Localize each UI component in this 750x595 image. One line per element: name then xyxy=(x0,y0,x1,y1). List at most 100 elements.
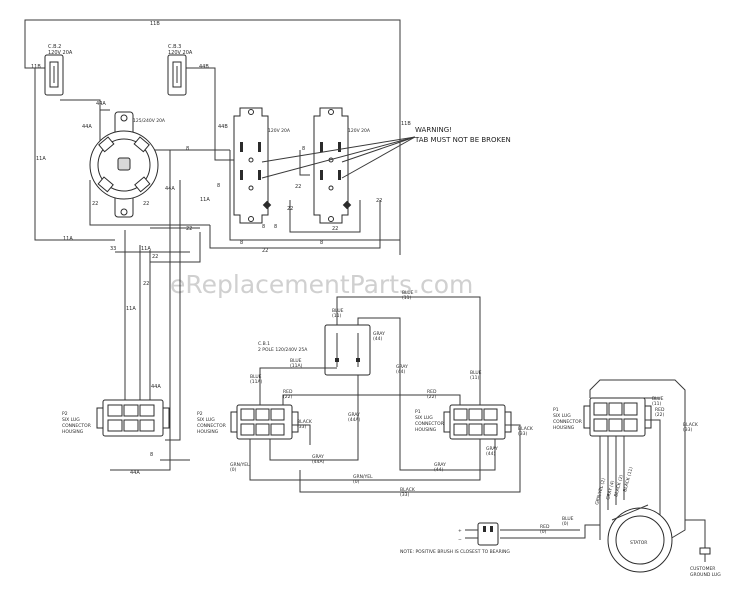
p2-left-l1: P2 xyxy=(62,411,68,417)
cb2-rating: 120V 20A xyxy=(48,50,73,56)
label-8-h: 8 xyxy=(150,452,153,458)
black33-a: BLACK xyxy=(297,419,313,425)
gray4-label: GRAY (4) xyxy=(605,480,616,501)
grnyel-a: GRN/YEL xyxy=(230,462,250,468)
svg-text:−: − xyxy=(458,538,462,543)
grnyel-b: (0) xyxy=(230,467,237,473)
duplex-receptacle-1: 120V 20A xyxy=(233,107,291,224)
top-panel-wiring xyxy=(24,19,401,471)
label-11a-d: 11A xyxy=(126,306,136,312)
brush-note: NOTE: POSITIVE BRUSH IS CLOSEST TO BEARI… xyxy=(400,549,510,555)
blue11-top-b: (11) xyxy=(402,295,411,301)
red22-r-b: (22) xyxy=(655,412,664,418)
blue0-b: (0) xyxy=(562,521,569,527)
gray44a-c: GRAY xyxy=(312,454,324,460)
black33-c: BLACK xyxy=(518,426,534,432)
cb3-name: C.B.3 xyxy=(168,44,181,50)
label-8-e: 8 xyxy=(320,240,323,246)
label-11a-c: 11A xyxy=(141,246,151,252)
grnyel2-label: GRN/YEL (2) xyxy=(594,477,607,505)
cb1-name: C.B.1 xyxy=(258,341,270,347)
connector-housing-p1-mid: P1 SIX LUG CONNECTOR HOUSING xyxy=(415,404,512,440)
p1-right-l3: CONNECTOR xyxy=(553,419,582,425)
cb1-rating: 2 POLE 120/240V 25A xyxy=(258,347,308,353)
circuit-breaker-cb1: C.B.1 2 POLE 120/240V 25A xyxy=(258,324,371,376)
label-44b-side: 44B xyxy=(218,124,228,130)
label-8-a: 8 xyxy=(186,146,189,152)
p2-left-l2: SIX LUG xyxy=(62,417,80,423)
red22-a: RED xyxy=(283,389,293,395)
label-11a-mid: 11A xyxy=(200,197,210,203)
red0-a: RED xyxy=(540,524,550,530)
label-44a-e: 44A xyxy=(130,470,140,476)
grnyel-d: (0) xyxy=(353,479,360,485)
label-8-b: 8 xyxy=(217,183,220,189)
label-44a-d: 44A xyxy=(151,384,161,390)
label-11a-bottom: 11A xyxy=(63,236,73,242)
black33-e: BLACK xyxy=(400,487,416,493)
red22-b: (22) xyxy=(283,394,292,400)
gray44-cb-a: GRAY xyxy=(373,331,385,337)
label-8-c: 8 xyxy=(302,146,305,152)
twist-lock-rating: 125/240V 20A xyxy=(133,118,166,124)
blue11-cb-a: BLUE xyxy=(332,308,344,314)
label-44b-top: 44B xyxy=(199,64,209,70)
circuit-breaker-cb2: C.B.2 120V 20A xyxy=(44,44,73,96)
black33-d: (33) xyxy=(518,431,527,437)
red22-c: RED xyxy=(427,389,437,395)
p2-left-l4: HOUSING xyxy=(62,429,84,435)
gray44-b2: (44) xyxy=(434,467,443,473)
connector-housing-p2-mid: P2 SIX LUG CONNECTOR HOUSING xyxy=(197,404,299,440)
cb2-name: C.B.2 xyxy=(48,44,61,50)
gray44-cb-b: (44) xyxy=(373,336,382,342)
blue11-r-a: BLUE xyxy=(652,396,664,402)
label-22-e: 22 xyxy=(287,206,293,212)
connector-housing-p1-right: P1 SIX LUG CONNECTOR HOUSING xyxy=(553,397,652,437)
cb3-rating: 120V 20A xyxy=(168,50,193,56)
red22-r-a: RED xyxy=(655,407,665,413)
p1-right-l4: HOUSING xyxy=(553,425,575,431)
watermark: eReplacementParts.com xyxy=(170,270,473,299)
blue11-p1-a: BLUE xyxy=(470,370,482,376)
red0-b: (0) xyxy=(540,529,547,535)
gray44a-a: GRAY xyxy=(348,412,360,418)
lower-wire-labels: BLUE (11) BLUE (11) GRAY (44) BLUE (11A)… xyxy=(230,290,699,535)
p1-mid-l1: P1 xyxy=(415,409,421,415)
duplex-1-rating: 120V 20A xyxy=(268,128,291,134)
gray44-b1: GRAY xyxy=(434,462,446,468)
label-44a-b: 44A xyxy=(82,124,92,130)
label-8-d: 8 xyxy=(240,240,243,246)
black33-r-a: BLACK xyxy=(683,422,699,428)
label-8-f: 8 xyxy=(262,224,265,230)
p1-mid-l4: HOUSING xyxy=(415,427,437,433)
warning-title: WARNING! xyxy=(415,126,452,134)
warning-text: TAB MUST NOT BE BROKEN xyxy=(414,136,511,144)
label-22-j: 22 xyxy=(143,281,149,287)
p2-mid-l4: HOUSING xyxy=(197,429,219,435)
svg-text:+: + xyxy=(458,528,462,534)
lower-wiring xyxy=(249,296,706,555)
p2-mid-l2: SIX LUG xyxy=(197,417,215,423)
p2-mid-l1: P2 xyxy=(197,411,203,417)
blue11-cb-b: (11) xyxy=(332,313,341,319)
black33-r-b: (33) xyxy=(683,427,692,433)
label-8-g: 8 xyxy=(274,224,277,230)
p1-mid-l2: SIX LUG xyxy=(415,415,433,421)
gray44-mid-b: (44) xyxy=(396,369,405,375)
blue11-p1-b: (11) xyxy=(470,375,479,381)
label-22-a: 22 xyxy=(92,201,98,207)
label-22-b: 22 xyxy=(143,201,149,207)
brush-assembly: + − xyxy=(458,522,499,546)
p2-left-l3: CONNECTOR xyxy=(62,423,91,429)
gray44a-b: (44A) xyxy=(348,417,361,423)
label-11b-top: 11B xyxy=(150,21,160,27)
label-11a-left: 11A xyxy=(36,156,46,162)
label-44a-c: 44A xyxy=(165,186,175,192)
label-33-a: 33 xyxy=(110,246,116,252)
label-22-c: 22 xyxy=(186,226,192,232)
black33-b: (33) xyxy=(297,424,306,430)
gray44a-d: (44A) xyxy=(312,459,325,465)
grnyel-c: GRN/YEL xyxy=(353,474,373,480)
black33-f: (33) xyxy=(400,492,409,498)
